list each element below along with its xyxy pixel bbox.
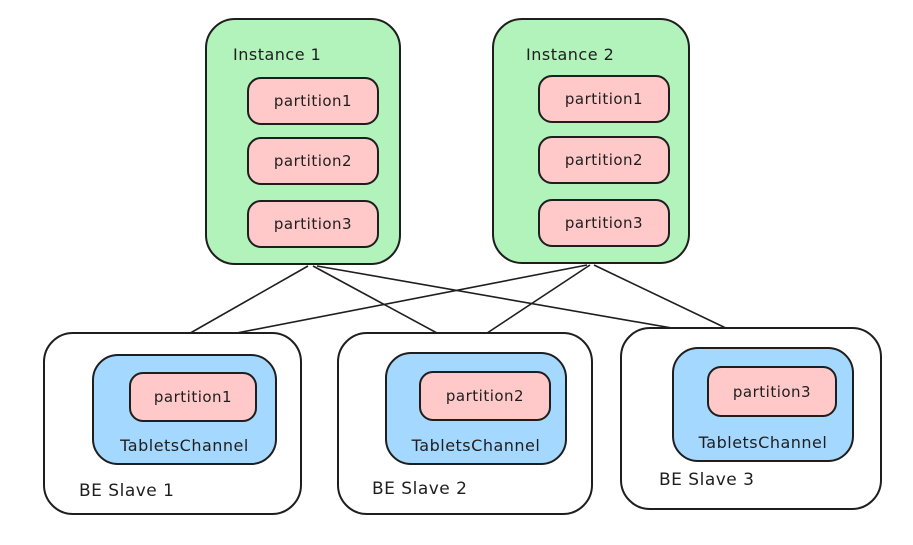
be-slave-3-partition-box: partition3 bbox=[707, 366, 837, 417]
be-slave-1-partition-box: partition1 bbox=[129, 372, 257, 422]
be-slave-1-partition-label: partition1 bbox=[153, 388, 233, 406]
instance-1-partition3-label: partition3 bbox=[273, 215, 353, 233]
be-slave-1-channel-label: TabletsChannel bbox=[120, 436, 249, 455]
be-slave-1-box: partition1 TabletsChannel BE Slave 1 bbox=[43, 332, 302, 515]
be-slave-3-tabletschannel-box: partition3 TabletsChannel bbox=[672, 347, 854, 462]
be-slave-3-partition-label: partition3 bbox=[732, 382, 812, 401]
be-slave-2-tabletschannel-box: partition2 TabletsChannel bbox=[385, 352, 567, 465]
be-slave-2-partition-label: partition2 bbox=[445, 387, 525, 405]
instance-2-partition1-box: partition1 bbox=[538, 75, 670, 123]
instance-1-label: Instance 1 bbox=[233, 45, 322, 64]
be-slave-2-partition-box: partition2 bbox=[419, 371, 551, 421]
instance-1-partition2-box: partition2 bbox=[247, 137, 379, 185]
be-slave-2-box: partition2 TabletsChannel BE Slave 2 bbox=[337, 332, 593, 515]
be-slave-1-label: BE Slave 1 bbox=[79, 481, 175, 501]
instance-2-box: Instance 2 partition1 partition2 partiti… bbox=[492, 18, 690, 264]
be-slave-2-channel-label: TabletsChannel bbox=[411, 436, 541, 455]
instance-2-partition2-box: partition2 bbox=[538, 136, 670, 184]
instance-1-partition3-box: partition3 bbox=[247, 200, 379, 248]
instance-2-partition2-label: partition2 bbox=[564, 151, 644, 169]
be-slave-3-label: BE Slave 3 bbox=[659, 470, 755, 490]
instance-1-partition2-label: partition2 bbox=[273, 152, 353, 170]
instance-2-partition3-label: partition3 bbox=[564, 214, 644, 232]
instance-2-partition3-box: partition3 bbox=[538, 199, 670, 247]
be-slave-1-tabletschannel-box: partition1 TabletsChannel bbox=[92, 354, 277, 465]
instance-1-box: Instance 1 partition1 partition2 partiti… bbox=[205, 18, 401, 265]
be-slave-2-label: BE Slave 2 bbox=[372, 479, 468, 499]
be-slave-3-channel-label: TabletsChannel bbox=[698, 433, 828, 452]
instance-2-partition1-label: partition1 bbox=[564, 90, 644, 108]
instance-1-partition1-box: partition1 bbox=[247, 77, 379, 125]
be-slave-3-box: partition3 TabletsChannel BE Slave 3 bbox=[620, 327, 882, 510]
instance-1-partition1-label: partition1 bbox=[273, 92, 353, 110]
instance-2-label: Instance 2 bbox=[526, 45, 615, 64]
